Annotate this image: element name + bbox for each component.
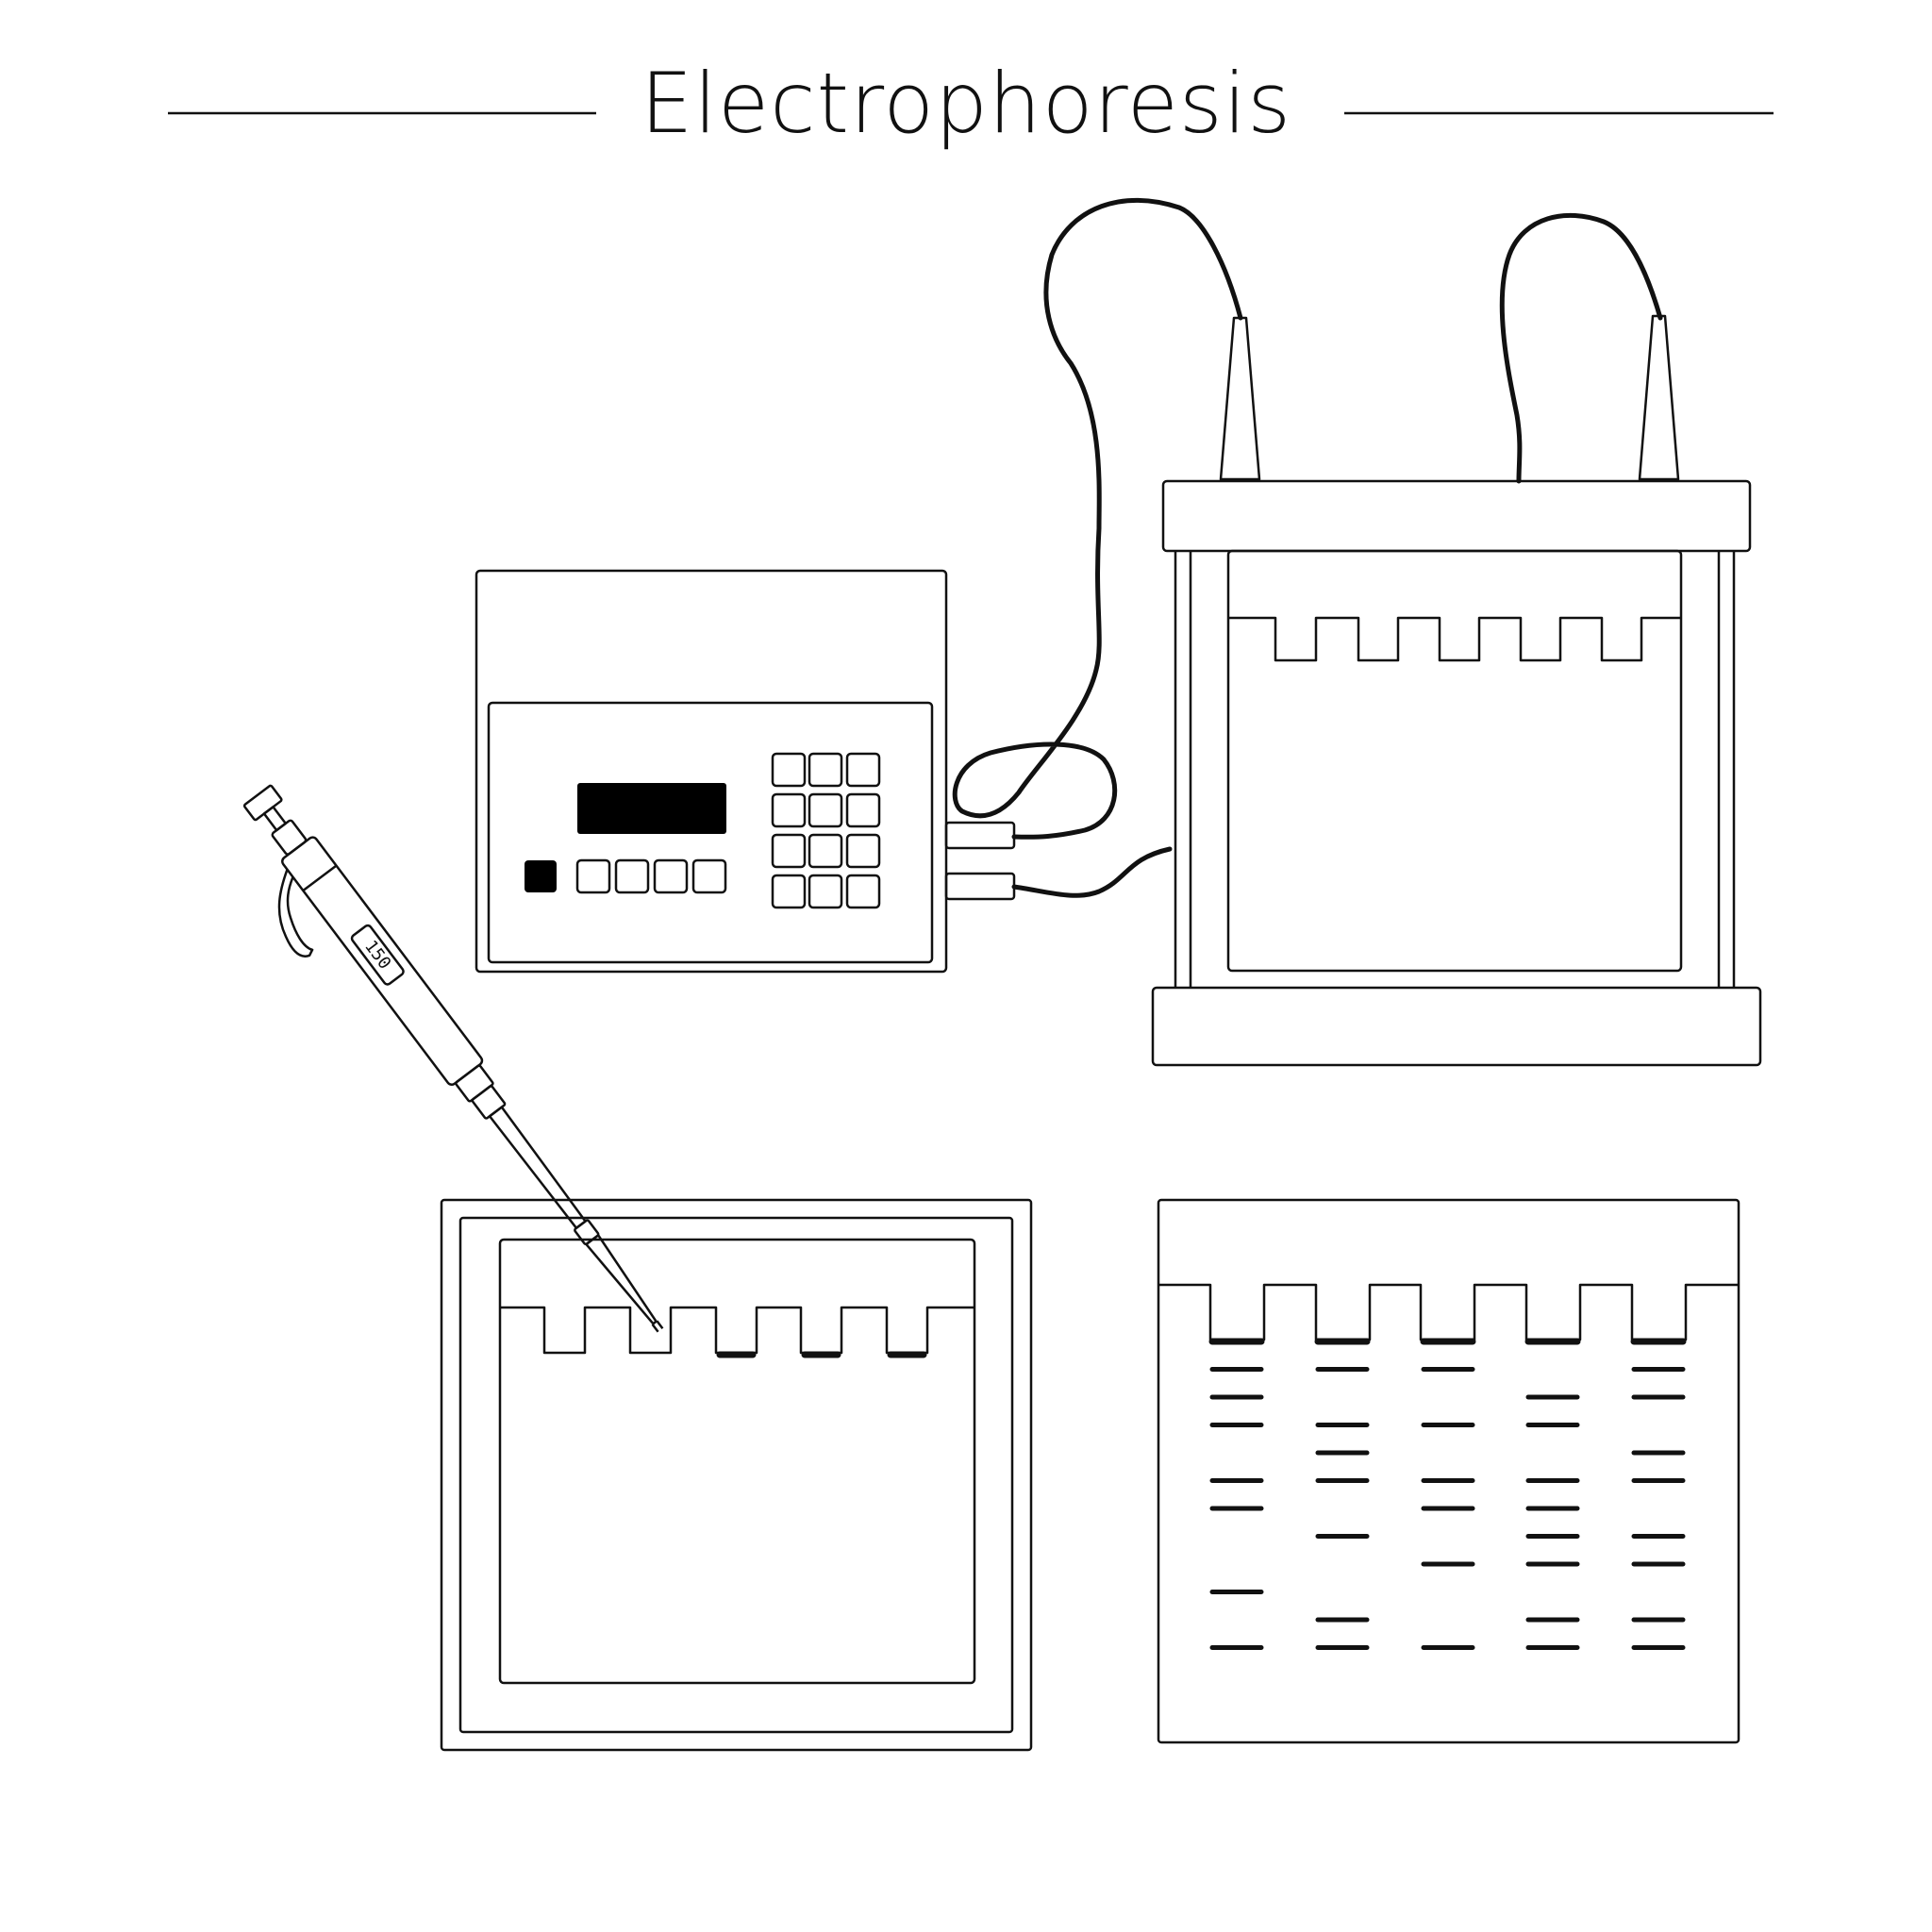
keypad-key[interactable]	[771, 874, 807, 909]
electrophoresis-tank	[1151, 314, 1762, 1067]
keypad-key[interactable]	[808, 752, 843, 788]
electrode-red	[1219, 316, 1261, 481]
keypad-key[interactable]	[771, 833, 807, 869]
output-jack-black[interactable]	[944, 872, 1016, 901]
keypad-key[interactable]	[808, 874, 843, 909]
keypad-key[interactable]	[845, 874, 881, 909]
power-supply-display	[577, 783, 726, 834]
output-jack-red[interactable]	[944, 821, 1016, 850]
function-button[interactable]	[614, 858, 650, 894]
pipette-tip	[585, 1234, 658, 1325]
keypad-key[interactable]	[808, 833, 843, 869]
lid-cable	[1499, 213, 1663, 484]
tank-lid	[1161, 479, 1752, 553]
keypad-key[interactable]	[845, 752, 881, 788]
keypad-key[interactable]	[845, 792, 881, 828]
gel-casting-tray	[440, 1198, 1033, 1752]
gel-result	[1157, 1198, 1740, 1744]
electrode-black	[1638, 314, 1680, 481]
pipette-finger-hook	[277, 869, 314, 958]
pipette-volume-display	[350, 924, 405, 986]
pipette-volume-text: 150	[360, 937, 394, 974]
result-gel-comb	[1158, 1283, 1739, 1341]
tank-gel-comb	[1228, 616, 1681, 662]
page-title: Electrophoresis	[640, 55, 1292, 152]
keypad-key[interactable]	[771, 792, 807, 828]
power-button[interactable]	[525, 860, 557, 892]
keypad-key[interactable]	[808, 792, 843, 828]
function-button[interactable]	[691, 858, 727, 894]
power-supply	[475, 569, 1016, 974]
keypad-key[interactable]	[845, 833, 881, 869]
pipette-plunger-cap[interactable]	[242, 784, 283, 822]
power-cable-black	[1011, 846, 1173, 898]
keypad	[771, 752, 881, 909]
result-bands	[1208, 1338, 1687, 1650]
casting-gel-comb	[500, 1306, 974, 1355]
keypad-key[interactable]	[771, 752, 807, 788]
function-buttons	[575, 858, 727, 894]
function-button[interactable]	[575, 858, 611, 894]
power-cable-red	[952, 197, 1243, 840]
function-button[interactable]	[653, 858, 689, 894]
casting-gel	[498, 1238, 976, 1685]
tank-base	[1151, 986, 1762, 1067]
